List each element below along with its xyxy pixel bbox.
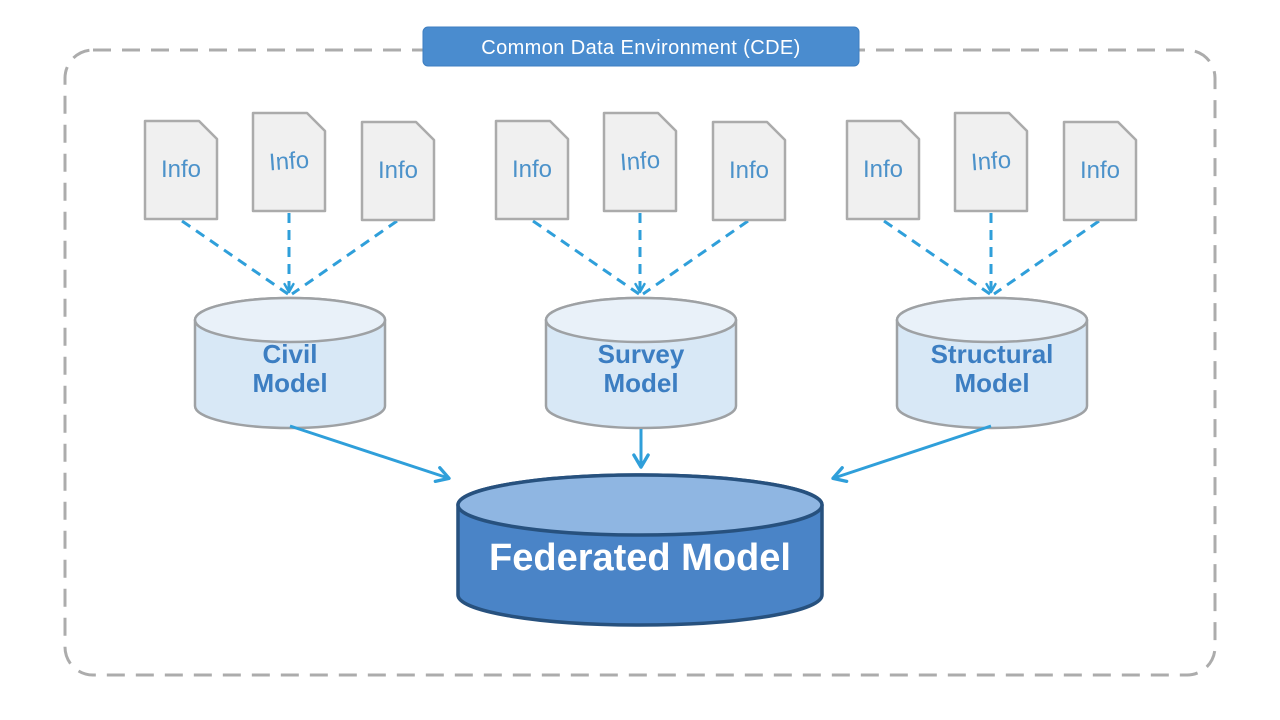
model-group-structural: Info Info Info Structural Model [845, 111, 1138, 430]
info-document-label: Info [512, 156, 552, 183]
info-document-label: Info [863, 156, 903, 183]
document-icon [143, 119, 219, 221]
info-document-label: Info [729, 157, 769, 184]
document-icon [711, 120, 787, 222]
info-document: Info [953, 111, 1029, 213]
info-document: Info [1062, 120, 1138, 222]
info-document: Info [494, 119, 570, 221]
info-document: Info [251, 111, 327, 213]
federated-model-label: Federated Model [489, 537, 791, 579]
dashed-connector [642, 219, 749, 296]
dashed-connector [181, 219, 289, 296]
title-banner-background [422, 26, 860, 67]
info-document-label: Info [619, 147, 661, 177]
document-icon [602, 111, 678, 213]
diagram-title: Common Data Environment (CDE) [481, 37, 800, 59]
info-document: Info [845, 119, 921, 221]
cde-boundary-frame [63, 48, 1217, 677]
info-document: Info [360, 120, 436, 222]
cylinder-top-ellipse [895, 296, 1089, 344]
dashed-connector [532, 219, 640, 296]
dashed-connector [993, 219, 1100, 296]
document-icon [251, 111, 327, 213]
survey-model-label-line2: Model [603, 368, 678, 398]
dashed-connector [883, 219, 991, 296]
document-icon [1062, 120, 1138, 222]
info-document-label: Info [1080, 157, 1120, 184]
model-group-civil: Info Info Info Civil Model [143, 111, 436, 430]
structural-model-label-line2: Model [954, 368, 1029, 398]
structural-model-label-line1: Structural [931, 339, 1054, 369]
info-document: Info [711, 120, 787, 222]
model-group-survey: Info Info Info Survey Model [494, 111, 787, 430]
cylinder-top-ellipse [456, 473, 824, 537]
document-icon [953, 111, 1029, 213]
info-document-label: Info [378, 157, 418, 184]
survey-model-label-line1: Survey [598, 339, 685, 369]
info-document-label: Info [970, 147, 1012, 177]
info-document-label: Info [161, 156, 201, 183]
document-icon [845, 119, 921, 221]
dashed-connector [291, 219, 398, 296]
cylinder-top-ellipse [193, 296, 387, 344]
info-document: Info [602, 111, 678, 213]
cde-title-banner: Common Data Environment (CDE) [422, 26, 860, 67]
civil-model-label-line2: Model [252, 368, 327, 398]
info-document-label: Info [268, 147, 310, 177]
civil-model-label-line1: Civil [263, 339, 318, 369]
document-icon [360, 120, 436, 222]
arrow-civil-to-federated [289, 424, 451, 484]
document-icon [494, 119, 570, 221]
arrow-structural-to-federated [831, 424, 992, 483]
info-document: Info [143, 119, 219, 221]
federated-model: Federated Model [456, 473, 824, 627]
cylinder-top-ellipse [544, 296, 738, 344]
